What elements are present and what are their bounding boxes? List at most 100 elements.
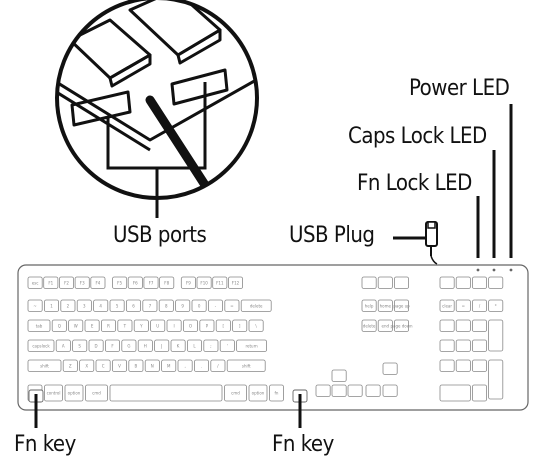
- main-key: [79, 359, 95, 372]
- usb-ports-zoom: [55, 0, 259, 218]
- key-legend: F1: [48, 280, 53, 285]
- numpad-key: [488, 276, 504, 289]
- power-led-label: Power LED: [409, 76, 510, 101]
- main-key: [133, 319, 149, 332]
- main-key: [166, 319, 182, 332]
- key-legend: J: [160, 343, 162, 348]
- main-key: [219, 339, 235, 352]
- numpad-key: [455, 319, 471, 332]
- key-legend: esc: [32, 280, 39, 285]
- main-key: [93, 299, 109, 312]
- key-legend: option: [252, 391, 265, 396]
- key-legend: K: [177, 343, 180, 348]
- main-key: [55, 339, 71, 352]
- numpad-key: [455, 276, 471, 289]
- main-key: [27, 339, 55, 352]
- key-legend: delete: [250, 303, 263, 308]
- main-key: [60, 299, 76, 312]
- key-legend: F8: [164, 280, 169, 285]
- usb-port-right: [170, 68, 229, 106]
- key-legend: shift: [242, 363, 251, 368]
- main-key: [105, 339, 121, 352]
- main-key: [248, 319, 264, 332]
- main-key: [117, 319, 133, 332]
- main-key: [191, 299, 207, 312]
- usb-plug-icon: [393, 221, 438, 265]
- arrow-key: [382, 384, 398, 397]
- main-key: [128, 359, 144, 372]
- key-legend: 7: [149, 303, 152, 308]
- nav-key: [393, 276, 409, 289]
- nav-key: [393, 319, 409, 332]
- main-key: [109, 299, 125, 312]
- fn-key-pointer-lines: [34, 394, 302, 428]
- function-key: [227, 276, 243, 289]
- main-key: [215, 319, 231, 332]
- main-key: [101, 319, 117, 332]
- fn-lock-led-label: Fn Lock LED: [357, 171, 472, 196]
- key-legend: 8: [165, 303, 168, 308]
- arrow-key: [315, 384, 331, 397]
- led-pointer-lines: [476, 104, 513, 258]
- main-key: [76, 299, 92, 312]
- numpad-key: [439, 384, 471, 402]
- main-key: [170, 339, 186, 352]
- main-key: [51, 319, 67, 332]
- key-legend: D: [95, 343, 98, 348]
- key-legend: F12: [232, 280, 240, 285]
- usb-ports-label: USB ports: [113, 223, 207, 248]
- key-legend: C: [102, 363, 105, 368]
- nav-key: [377, 276, 393, 289]
- nav-key: [361, 276, 377, 289]
- key-legend: =: [230, 303, 233, 308]
- key-legend: ~: [33, 303, 36, 308]
- key-legend: S: [78, 343, 81, 348]
- key-legend: H: [144, 343, 147, 348]
- key-legend: F3: [80, 280, 85, 285]
- main-key: [207, 299, 223, 312]
- key-legend: help: [365, 303, 374, 308]
- main-key: [68, 319, 84, 332]
- function-key: [74, 276, 90, 289]
- key-legend: ,: [184, 363, 185, 368]
- main-key: [158, 299, 174, 312]
- main-key: [182, 319, 198, 332]
- key-legend: B: [135, 363, 138, 368]
- main-key: [27, 359, 62, 372]
- key-legend: Q: [58, 323, 61, 328]
- key-legend: A: [62, 343, 65, 348]
- key-legend: -: [215, 303, 217, 308]
- main-key: [236, 339, 268, 352]
- key-legend: cmd: [92, 391, 101, 396]
- key-legend: option: [68, 391, 81, 396]
- numpad-key: [439, 276, 455, 289]
- numpad-key: [439, 359, 455, 372]
- function-key: [27, 276, 43, 289]
- main-key: [62, 359, 78, 372]
- caps-lock-led-label: Caps Lock LED: [348, 124, 487, 149]
- bottom-key: [44, 384, 63, 402]
- numpad-key: [439, 319, 455, 332]
- numpad-key: [439, 299, 455, 312]
- key-legend: 1: [50, 303, 53, 308]
- function-key: [112, 276, 128, 289]
- key-legend: F4: [95, 280, 100, 285]
- key-legend: capslock: [32, 343, 50, 348]
- key-legend: L: [193, 343, 196, 348]
- arrow-key: [365, 384, 381, 397]
- main-key: [150, 319, 166, 332]
- bottom-key: [248, 384, 268, 402]
- nav-key: [361, 299, 377, 312]
- numpad-key: [471, 276, 487, 289]
- key-legend: R: [107, 323, 110, 328]
- main-key: [137, 339, 153, 352]
- power-led: [509, 268, 513, 272]
- function-key: [196, 276, 212, 289]
- key-legend: Y: [139, 323, 143, 328]
- key-legend: ': [227, 343, 228, 348]
- main-key: [203, 339, 219, 352]
- key-legend: F11: [216, 280, 224, 285]
- main-key: [27, 319, 51, 332]
- main-key: [186, 339, 202, 352]
